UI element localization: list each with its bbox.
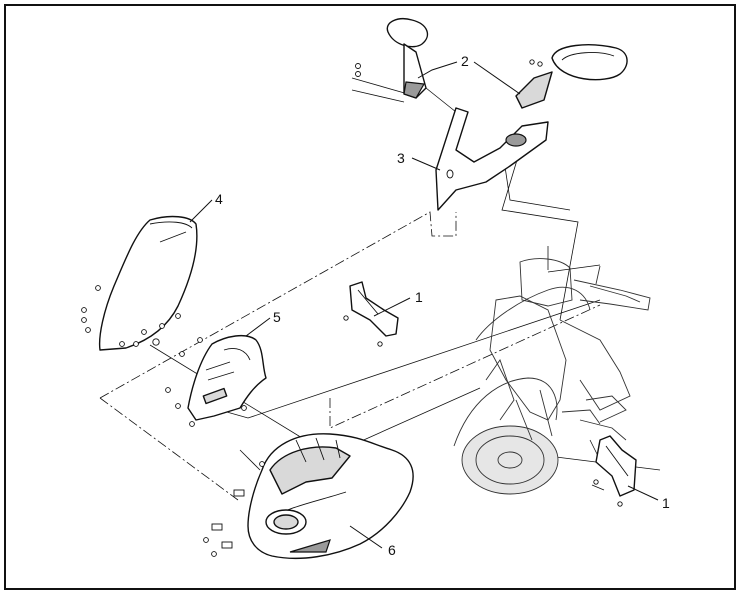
mirror-right — [515, 44, 628, 109]
windshield — [81, 215, 198, 351]
inner-panel-lower — [593, 435, 637, 507]
callout-label-inner-panel-left: 5 — [273, 309, 281, 325]
callout-label-front-cowling: 6 — [388, 542, 396, 558]
callout-label-windshield: 4 — [215, 191, 223, 207]
inner-panel-center — [343, 281, 399, 347]
screw-icon — [537, 61, 543, 67]
screw-icon — [529, 59, 535, 65]
motorcycle-illustration — [453, 246, 651, 495]
inner-panel-left — [165, 334, 267, 427]
callout-label-inner-panel-upper: 3 — [397, 150, 405, 166]
callout-label-mirror: 2 — [461, 53, 469, 69]
inner-panel-upper — [435, 107, 549, 211]
screw-icon — [355, 71, 361, 77]
cowling-fasteners — [203, 461, 265, 557]
callout-leaders — [189, 61, 659, 549]
front-cowling — [203, 433, 414, 560]
callout-label-inner-panel-center: 1 — [415, 289, 423, 305]
windshield-screws — [81, 285, 181, 347]
callout-label-inner-panel-lower: 1 — [662, 495, 670, 511]
mirror-left — [355, 18, 429, 99]
screw-icon — [355, 63, 361, 69]
callout-labels: 2 3 4 1 5 6 1 — [215, 53, 670, 558]
